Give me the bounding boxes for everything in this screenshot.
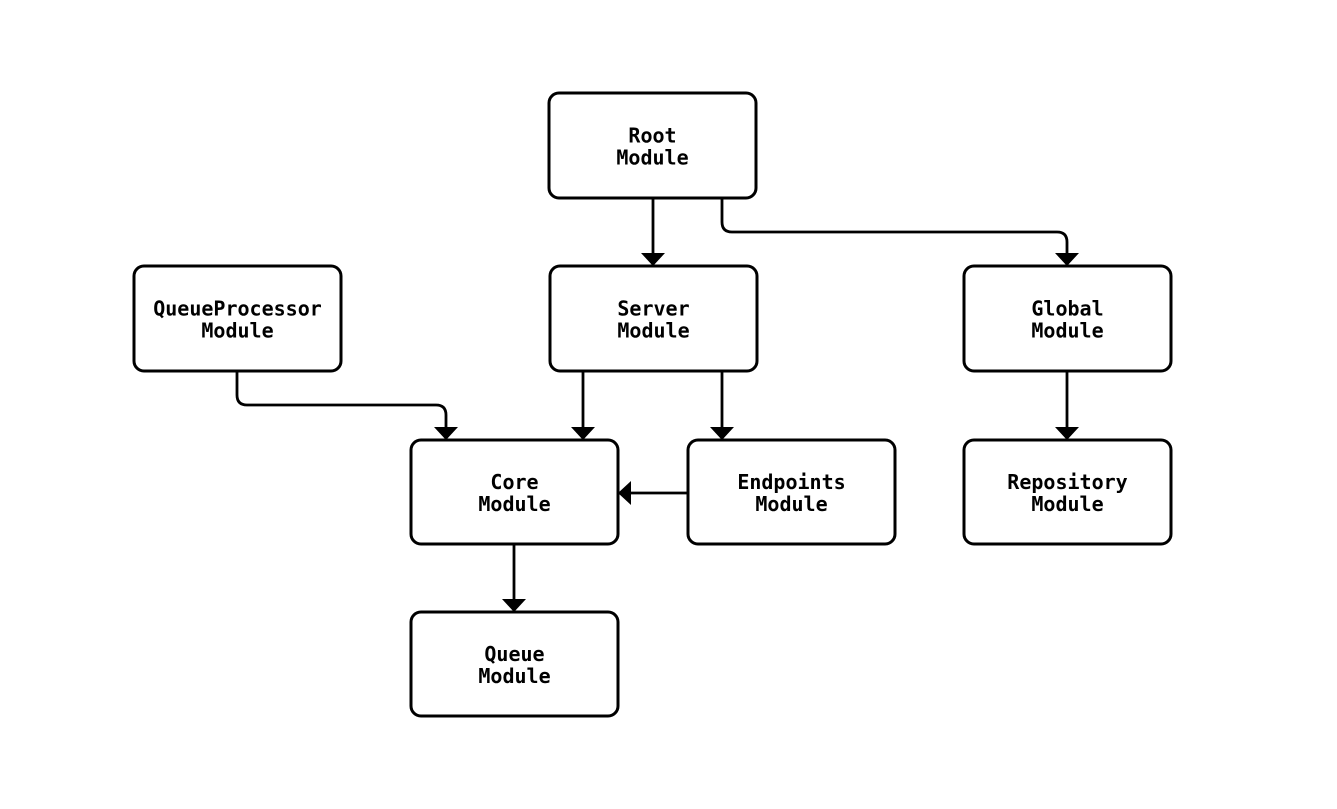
node-box-queue-module [409, 610, 620, 718]
edge-queue-processor-module-to-core-module [235, 371, 458, 440]
node-box-core-module [409, 438, 620, 546]
node-box-endpoints-module [686, 438, 897, 546]
node-box-queue-processor-module [132, 264, 343, 373]
edge-layer [235, 198, 1079, 612]
node-box-repository-module [962, 438, 1173, 546]
node-box-root-module [547, 91, 758, 200]
node-box-server-module [548, 264, 759, 373]
edge-root-module-to-global-module [720, 198, 1079, 266]
node-box-global-module [962, 264, 1173, 373]
